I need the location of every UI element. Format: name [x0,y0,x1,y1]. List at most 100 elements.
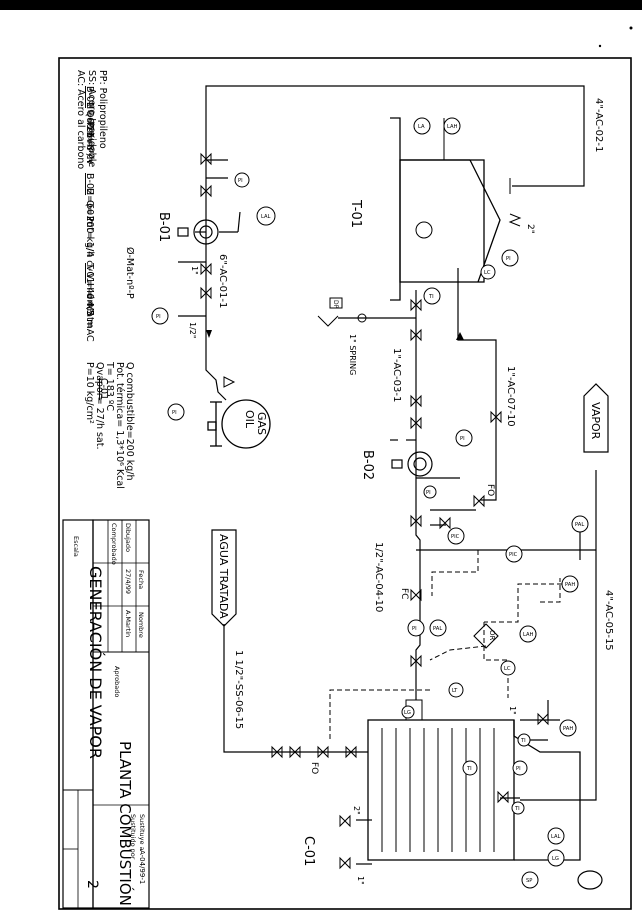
svg-text:SP: SP [526,878,532,884]
title-block-drawn-by: A.Martín [124,610,132,637]
pump-b01-label: B-01 [156,212,171,242]
valves [200,152,549,870]
svg-text:PI: PI [516,766,521,772]
line-label-1in-ac-07-10: 1"-AC-07-10 [505,366,516,427]
material-note-ac: AC: Acero al carbono [75,70,86,169]
legend-b01-tag: B-01 [84,86,95,108]
instrument-pah: PAH [561,575,579,593]
drawing-frame [58,57,632,910]
line-4in-ac-02-1 [205,85,585,248]
dp-label: DP [332,300,339,309]
instrument-ti-4: TI [511,801,525,815]
valve-fc-label: FC [399,588,409,599]
legend-b02-tag: B-02 [84,173,95,195]
legend-t01-line: Mat=AC [84,303,95,342]
legend-b01-line: Pot=8 cv [84,122,95,165]
title-block [62,519,150,909]
legend-c01-line: Q combustible=200 kg/h [124,362,135,481]
svg-text:TI: TI [428,294,434,300]
legend-t01-line: H= 4,5 m [84,283,95,329]
valve-fo-label: FO [485,484,495,496]
scan-speck-2 [598,44,602,48]
svg-text:LC: LC [504,666,511,672]
legend-block: AC: Acero al carbono SS: Acero Inoxidabl… [75,70,135,489]
material-note-ss: SS: Acero Inoxidable [86,70,97,167]
instrument-pal: PAL [571,515,589,533]
sheet-number: 2 [84,880,100,889]
legend-pipe-spec: Ø-Mat-nº-P [124,247,135,299]
legend-b01-line: Q=25 m³/h [84,110,95,163]
svg-text:PAL: PAL [433,626,442,632]
svg-text:PI: PI [238,178,243,184]
instrument-pi-3: PI [167,403,185,421]
vapor-tag [583,383,609,453]
title-block-date-header: Fecha [137,570,145,589]
size-1in-c: 1" [356,876,365,885]
instrument-pi: PI [501,249,519,267]
size-2in: 2" [525,224,535,234]
svg-text:LAL: LAL [551,834,561,840]
svg-text:TI: TI [520,738,526,744]
pump-b02 [391,451,433,477]
scan-speck [629,26,633,30]
replaces-label: Sustituye a [138,814,146,851]
instrument-pic-2: PIC [505,545,523,563]
instrument-pi-7: PI [407,619,425,637]
legend-b02-line: Q=200 kg/h [84,200,95,257]
arrows [206,330,464,340]
legend-c01-tag: C-01 [98,378,109,400]
replaces-value: A-04/99-1 [138,850,146,884]
legend-c01-line: Qvapor= 27/h sat. [94,362,105,450]
svg-text:LAH: LAH [447,124,458,130]
svg-text:TI: TI [514,806,520,812]
legend-t01-line: V=40m³ [84,273,95,313]
tank-t01 [390,117,522,301]
instrument-bubbles: LA LAH LC PI TI PI LAL PI PI PI PIC PI P… [151,117,589,889]
title-block-scale-label: Escala [72,536,80,557]
svg-text:PIC: PIC [509,552,518,558]
line-label-ss-06-15: 1 1/2"-SS-06-15 [233,650,244,729]
boiler-c01 [367,699,603,890]
drawing-title: GENERACIÓN DE VAPOR [86,566,105,759]
material-note-pp: PP: Polipropileno [97,70,108,149]
instrument-sp: SP [521,871,539,889]
legend-c01-line: T= 183 ºC [104,361,115,411]
dp-symbol [317,297,367,327]
title-block-drawn-label: Dibujado [124,523,132,552]
instrument-lah-2: LAH [519,625,537,643]
line-6in-ac-01-1 [205,248,227,401]
valve-fo2-label: FO [309,762,319,774]
line-label-6in-ac-01-1: 6"-AC-01-1 [217,254,228,308]
svg-text:PI: PI [506,256,511,262]
pump-b02-label: B-02 [360,450,375,480]
tank-label: T-01 [348,199,363,228]
title-block-drawn-date: 27/4/99 [124,569,132,594]
line-1-half-ss-06-15 [223,624,368,753]
size-1in: 1" [190,266,199,275]
svg-text:PI: PI [156,314,161,320]
svg-text:PIC: PIC [451,534,460,540]
or-block [473,623,499,649]
instrument-ti-2: TI [462,760,478,776]
instrument-lc-2: LC [500,660,516,676]
svg-text:PAH: PAH [563,726,573,732]
instrument-pah-2: PAH [559,719,577,737]
svg-text:LAL: LAL [261,214,271,220]
svg-text:PI: PI [412,626,417,632]
gas-oil-label-2: OIL [243,410,256,429]
vapor-label: VAPOR [589,402,602,440]
diagram-labels: T-01 B-01 B-02 C-01 GAS OIL VAPOR AGUA T… [156,98,614,885]
gas-oil-label-1: GAS [255,412,268,435]
instrument-lt: LT [448,682,464,698]
legend-b02-line: Pot= 1/4 cv [84,216,95,271]
instrument-pi-6: PI [512,760,528,776]
agua-tratada-label: AGUA TRATADA [217,534,230,619]
legend-t01-line: d= 3 m [84,293,95,328]
title-block-approved-label: Aprobado [113,666,121,697]
valve-or-label: OR [488,630,496,641]
instrument-lal: LAL [256,206,276,226]
size-half: 1/2" [188,322,197,339]
instrument-pi-b01: PI [234,172,250,188]
line-label-4in-ac-02-1: 4"-AC-02-1 [593,98,604,152]
